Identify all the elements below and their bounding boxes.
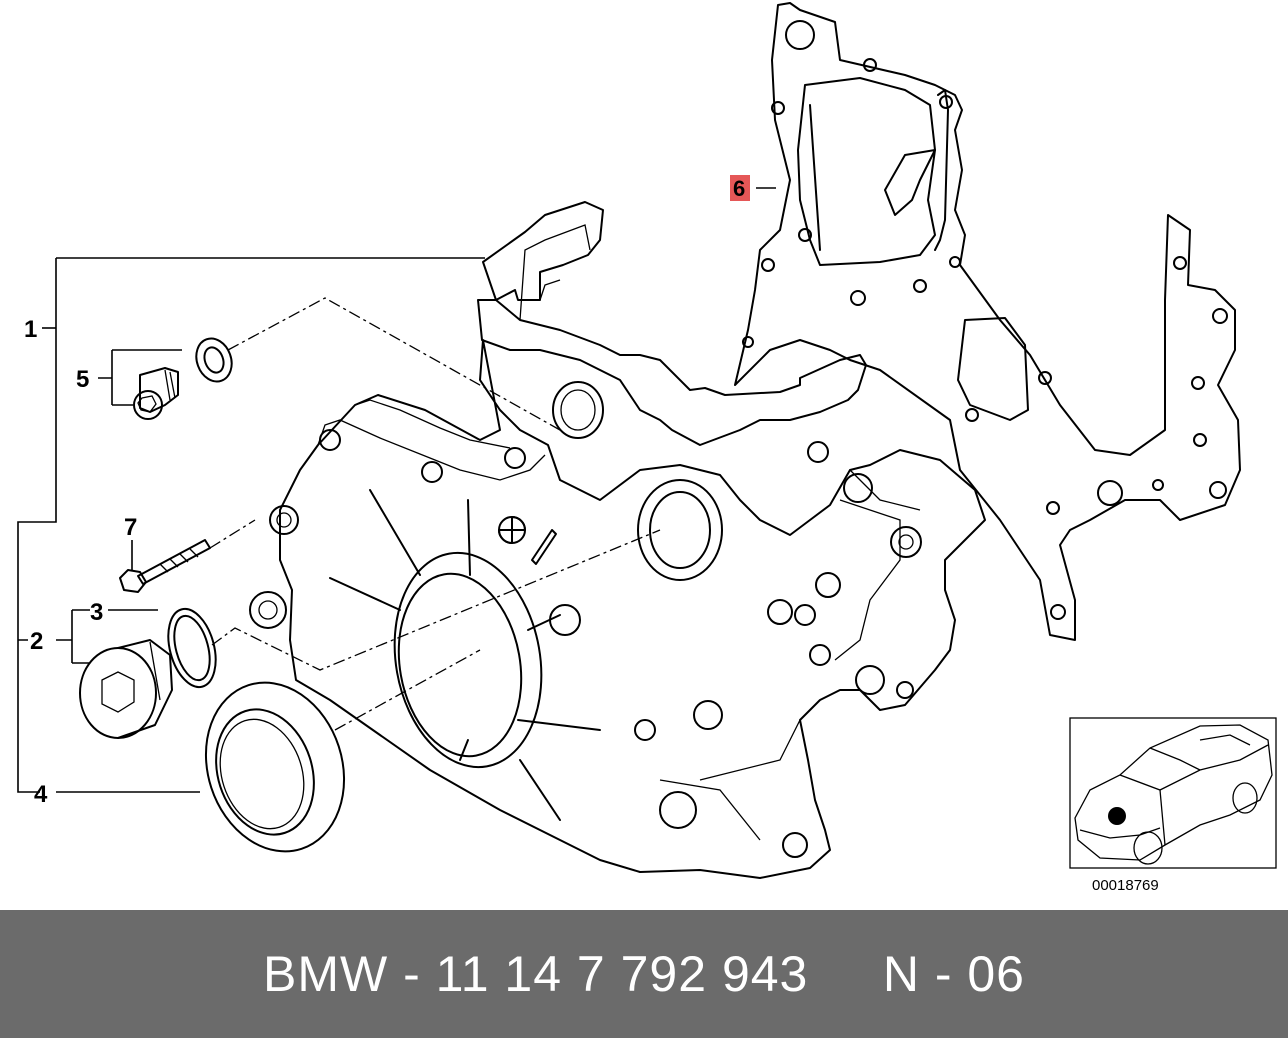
- drain-plug-drawing: [79, 639, 173, 739]
- parts-diagram: 1 2 3 4 5 6 7 00018769: [17, 2, 1277, 894]
- callout-5: 5: [76, 366, 89, 393]
- bolt-drawing: [119, 539, 211, 593]
- assembly-lines: [209, 297, 661, 731]
- part-number-bar: BMW - 11 14 7 792 943 N - 06: [0, 910, 1288, 1038]
- diagram-code: 00018769: [1092, 877, 1159, 894]
- o-ring-drawing: [167, 607, 217, 689]
- shaft-seal-drawing: [204, 681, 346, 853]
- gasket-drawing: [734, 2, 1241, 641]
- leader-lines: [17, 187, 776, 793]
- vehicle-inset: 00018769: [1069, 717, 1277, 894]
- location-marker-icon: [1108, 807, 1126, 825]
- car-icon: [1074, 724, 1273, 865]
- callout-6-highlight: [730, 175, 750, 201]
- callout-4: 4: [34, 781, 48, 808]
- callout-7: 7: [124, 514, 137, 541]
- callout-2: 2: [30, 628, 43, 655]
- timing-case-cover-drawing: [249, 201, 986, 879]
- part-number-text: BMW - 11 14 7 792 943 N - 06: [263, 946, 1025, 1002]
- sealing-ring-drawing: [195, 337, 233, 383]
- callout-6: 6: [733, 176, 745, 201]
- screw-plug-drawing: [133, 367, 179, 420]
- callout-3: 3: [90, 599, 103, 626]
- callout-1: 1: [24, 316, 37, 343]
